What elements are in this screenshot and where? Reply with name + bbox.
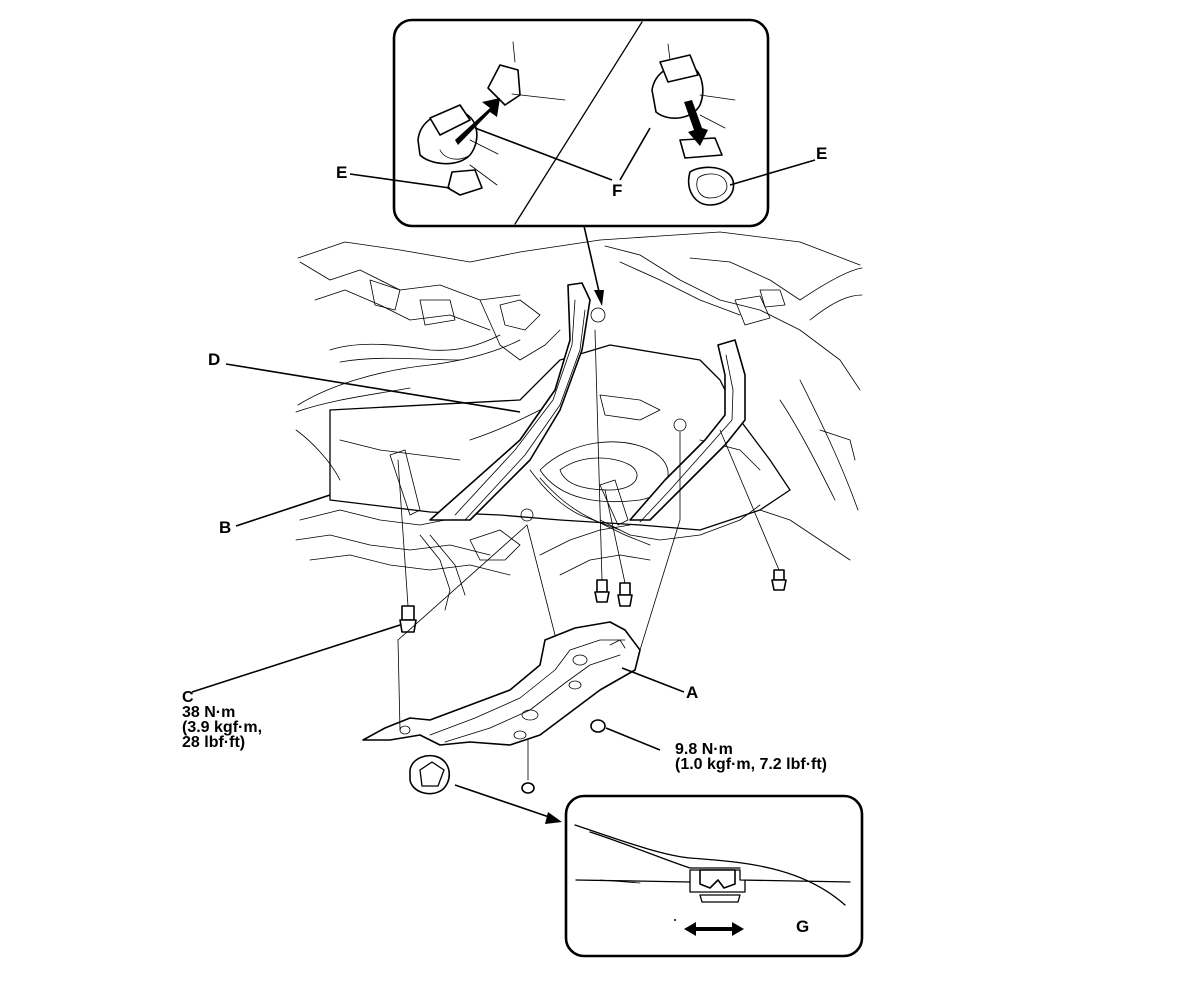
heat-shield-a — [362, 621, 641, 746]
nut-icon — [521, 719, 606, 794]
tank-strap-left — [389, 282, 591, 521]
inset-clip-detail — [409, 754, 864, 958]
torque-nut-value: 9.8 N·m — [675, 741, 733, 758]
callout-d: D — [208, 350, 221, 369]
callout-g: G — [796, 917, 810, 936]
callout-a: A — [686, 683, 699, 702]
shield-leader-lines — [397, 431, 681, 781]
callout-leaders — [191, 363, 793, 925]
callout-b: B — [219, 518, 232, 537]
torque-nut-kgf-lbf: (1.0 kgf·m, 7.2 lbf·ft) — [675, 756, 828, 773]
torque-c-value: 38 N·m — [182, 704, 236, 721]
torque-c-lbf: 28 lbf·ft) — [182, 734, 246, 751]
bolt-leader-lines — [397, 329, 780, 607]
inset-pointer-arrow — [583, 225, 604, 306]
strap-bolts — [520, 307, 687, 522]
bolt-c-icon — [399, 605, 417, 633]
callout-e-left: E — [336, 163, 348, 182]
callout-e-right: E — [816, 144, 828, 163]
torque-spec-c: C 38 N·m (3.9 kgf·m, 28 lbf·ft) — [182, 689, 263, 751]
vehicle-underbody — [295, 231, 863, 611]
inset-connector-detail — [349, 18, 816, 228]
callout-c: C — [182, 689, 194, 706]
torque-spec-nut: 9.8 N·m (1.0 kgf·m, 7.2 lbf·ft) — [675, 741, 828, 773]
bolt-icon — [594, 569, 787, 607]
tank-strap-right — [599, 339, 746, 526]
torque-c-kgf: (3.9 kgf·m, — [182, 719, 263, 736]
callout-f: F — [612, 181, 623, 200]
